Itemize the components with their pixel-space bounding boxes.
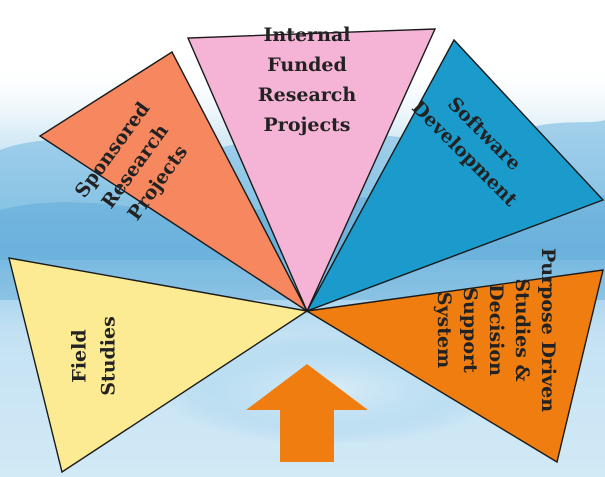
- wedge-purpose: [304, 269, 604, 464]
- wedge-software: [305, 38, 605, 313]
- wedge-label-line: Studies &: [511, 278, 533, 381]
- wedge-label-field: Field Studies: [69, 316, 120, 396]
- wedge-label-line: Funded: [267, 54, 346, 76]
- wedge-label-line: Purpose Driven: [537, 248, 559, 412]
- wedge-label-line: Field: [69, 329, 91, 382]
- wedge-label-line: Internal: [264, 24, 351, 46]
- wedge-label-line: System: [433, 292, 455, 368]
- wedge-label-line: Studies: [98, 316, 120, 396]
- wedge-label-line: Decision: [485, 284, 507, 376]
- wedge-internal: [186, 28, 437, 313]
- up-arrow-icon: [246, 364, 368, 462]
- wedge-label-line: Support: [459, 287, 481, 373]
- wedge-field: [8, 257, 309, 474]
- wedge-group: [8, 28, 605, 474]
- wedge-label-line: Research: [258, 84, 357, 106]
- wedge-sponsored: [38, 50, 309, 314]
- wedge-label-purpose: Purpose DrivenStudies &DecisionSupportSy…: [433, 248, 559, 412]
- wedge-label-line: Projects: [264, 114, 351, 136]
